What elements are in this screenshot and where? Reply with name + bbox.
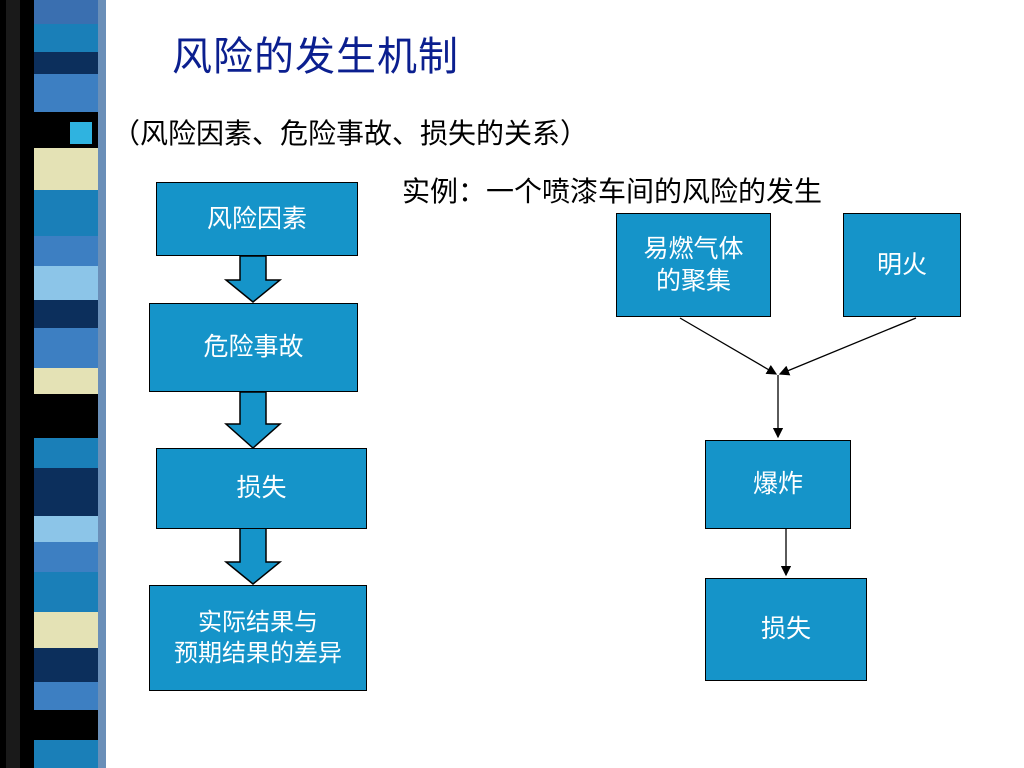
down-block-arrow-3 — [223, 527, 283, 585]
loss-box-left: 损失 — [156, 448, 367, 529]
loss-box-right: 损失 — [705, 578, 867, 681]
explosion-box: 爆炸 — [705, 440, 851, 529]
example-caption: 实例：一个喷漆车间的风险的发生 — [402, 175, 823, 208]
outcome-difference-box: 实际结果与 预期结果的差异 — [149, 585, 367, 691]
down-block-arrow-2 — [224, 391, 282, 450]
slide-subtitle: （风险因素、危险事故、损失的关系） — [112, 117, 589, 150]
arrow-fire-to-merge — [778, 317, 917, 376]
down-block-arrow-1 — [223, 255, 283, 303]
hazard-event-box: 危险事故 — [149, 303, 358, 392]
slide-title: 风险的发生机制 — [172, 34, 459, 80]
risk-factor-box: 风险因素 — [156, 182, 358, 256]
decorative-side-strip — [0, 0, 118, 768]
open-fire-box: 明火 — [843, 213, 961, 317]
flammable-gas-box: 易燃气体 的聚集 — [616, 213, 771, 317]
arrow-gas-to-merge — [679, 317, 778, 375]
